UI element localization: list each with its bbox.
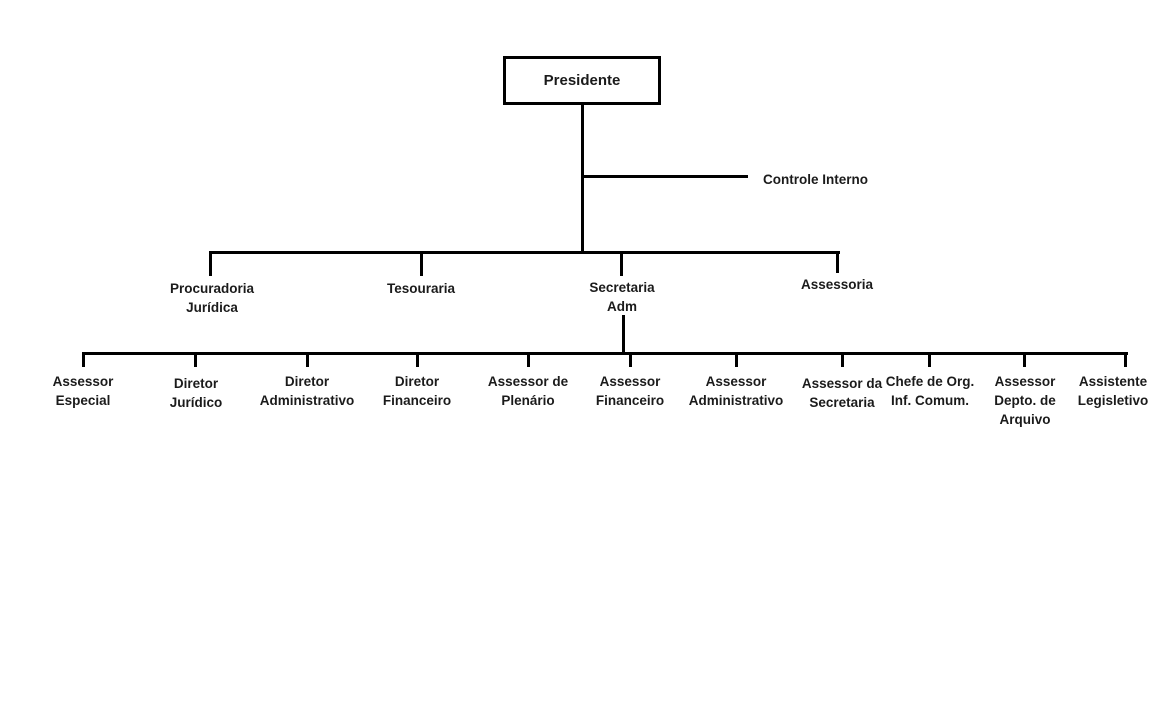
- node-assessor-especial-label: Assessor Especial: [52, 374, 114, 408]
- node-assessoria-label: Assessoria: [800, 277, 874, 292]
- node-procuradoria-juridica-label: Procuradoria Jurídica: [169, 281, 255, 315]
- node-diretor-financeiro-label: Diretor Financeiro: [382, 374, 452, 408]
- connector-stub-diretor-juridico: [194, 352, 197, 367]
- node-assessor-arquivo-label: Assessor Depto. de Arquivo: [994, 374, 1056, 427]
- connector-stub-assessor-administrativo: [735, 352, 738, 367]
- node-assessor-administrativo-label: Assessor Administrativo: [688, 374, 784, 408]
- connector-stub-assessor-arquivo: [1023, 352, 1026, 367]
- connector-stub-assessor-secretaria: [841, 352, 844, 367]
- node-assessor-plenario-label: Assessor de Plenário: [487, 374, 569, 408]
- connector-stub-diretor-financeiro: [416, 352, 419, 367]
- node-assistente-legisletivo-label: Assistente Legisletivo: [1077, 374, 1149, 408]
- node-diretor-administrativo-label: Diretor Administrativo: [259, 374, 355, 408]
- connector-stub-assessor-financeiro: [629, 352, 632, 367]
- node-chefe-org-label: Chefe de Org. Inf. Comum.: [885, 374, 975, 408]
- connector-stub-diretor-administrativo: [306, 352, 309, 367]
- node-presidente-label: Presidente: [543, 72, 621, 89]
- connector-controle-branch: [581, 175, 748, 178]
- node-diretor-juridico-label: Diretor Jurídico: [169, 376, 223, 410]
- node-secretaria-adm-label: Secretaria Adm: [589, 280, 655, 314]
- connector-level2-rail: [209, 251, 840, 254]
- node-controle-interno-label: Controle Interno: [763, 172, 868, 187]
- connector-root-vertical: [581, 104, 584, 254]
- connector-stub-procuradoria: [209, 251, 212, 276]
- connector-stub-tesouraria: [420, 251, 423, 276]
- node-assessor-financeiro-label: Assessor Financeiro: [595, 374, 665, 408]
- node-tesouraria-label: Tesouraria: [386, 281, 456, 296]
- connector-stub-secretaria: [620, 251, 623, 276]
- connector-stub-assessor-plenario: [527, 352, 530, 367]
- node-assessor-secretaria-label: Assessor da Secretaria: [801, 376, 883, 410]
- connector-stub-chefe-org: [928, 352, 931, 367]
- connector-stub-assistente-legisletivo: [1124, 352, 1127, 367]
- connector-secretaria-vertical: [622, 315, 625, 355]
- connector-stub-assessor-especial: [82, 352, 85, 367]
- node-presidente-box: Presidente: [503, 56, 661, 105]
- connector-stub-assessoria: [836, 251, 839, 273]
- connector-level3-rail: [82, 352, 1128, 355]
